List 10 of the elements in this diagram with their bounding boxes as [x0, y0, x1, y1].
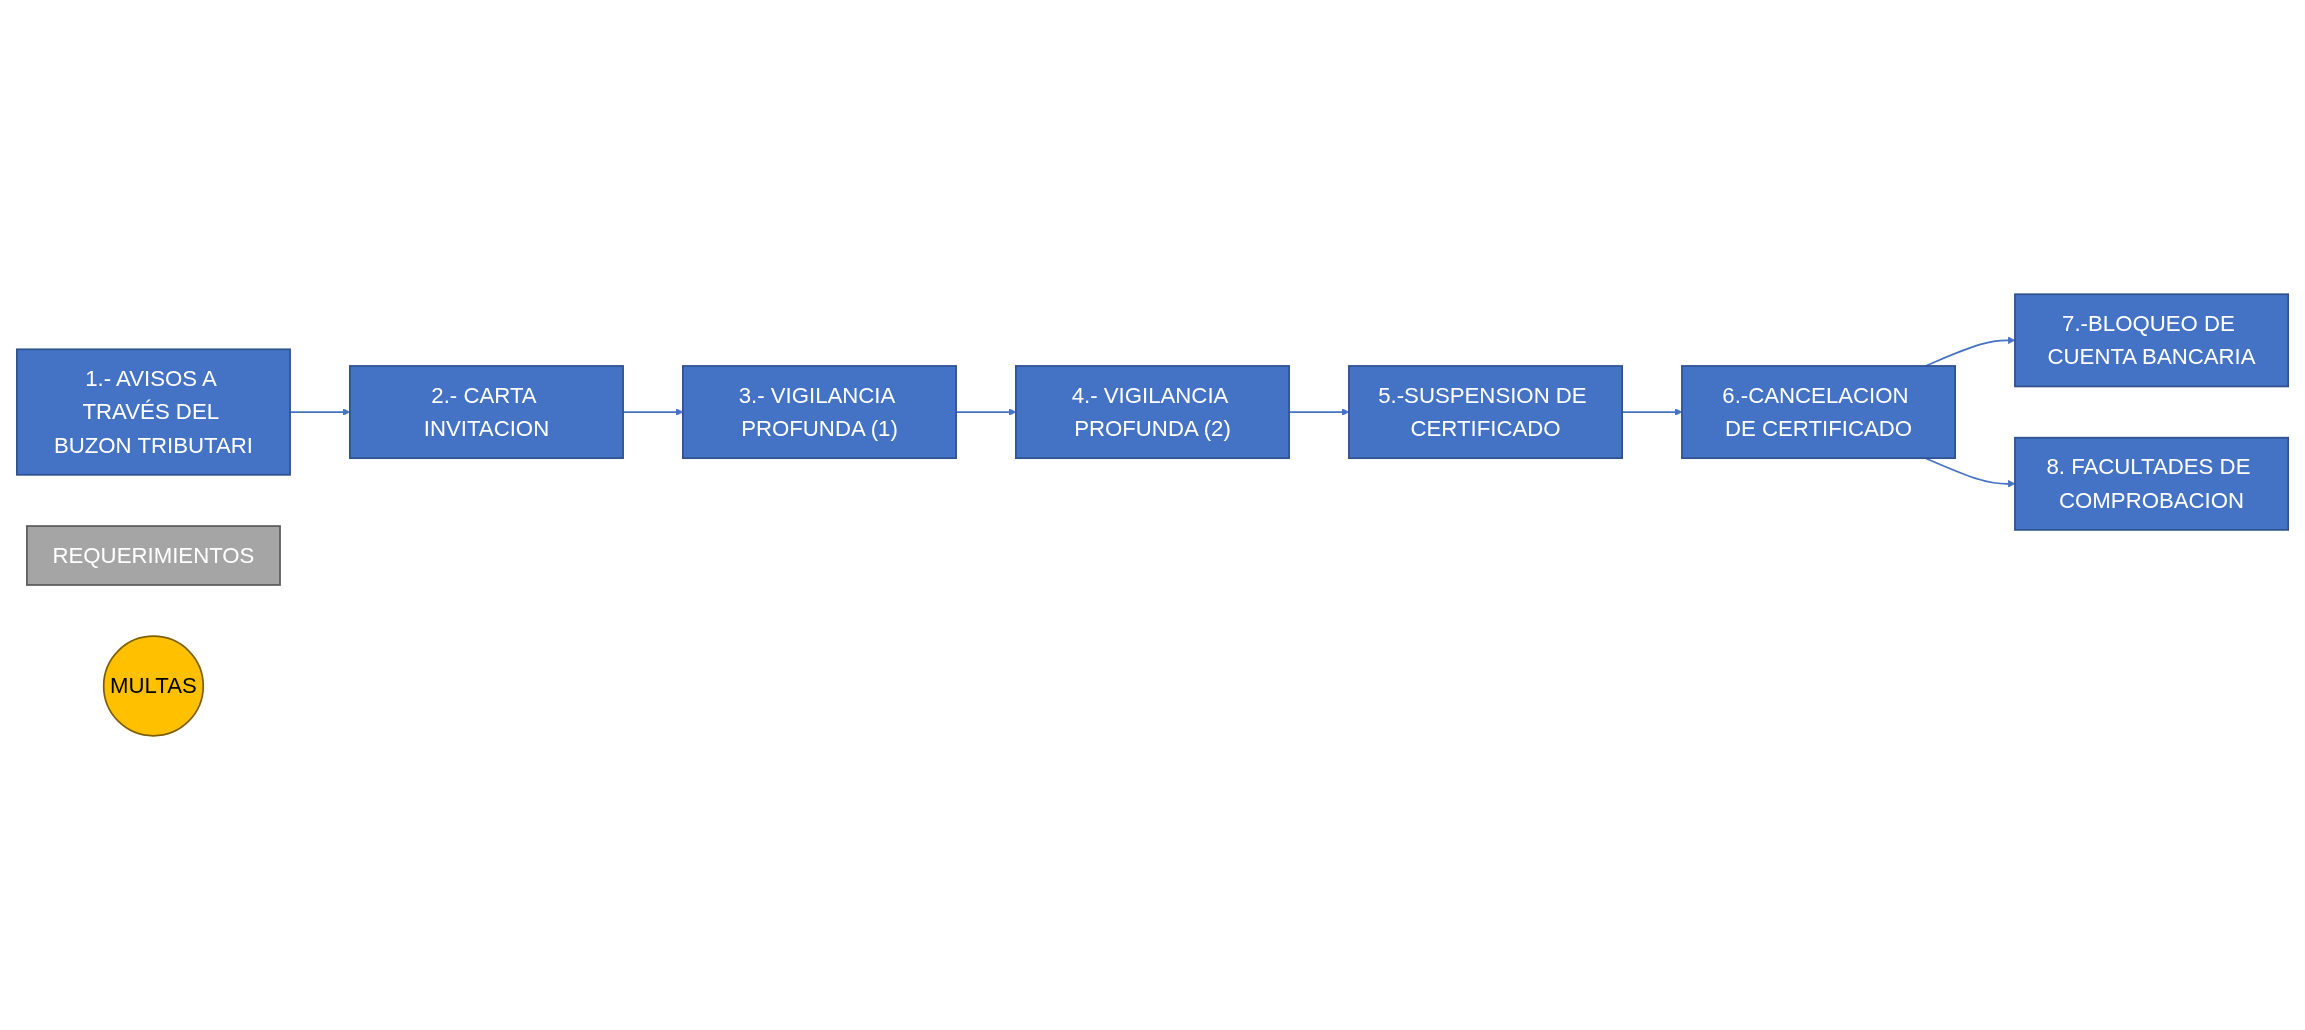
node-circle: MULTAS [102, 635, 205, 737]
node-box: 1.- AVISOS A TRAVÉS DEL BUZON TRIBUTARI [15, 348, 291, 476]
node-box: 5.-SUSPENSION DE CERTIFICADO [1348, 365, 1623, 460]
node-box: 2.- CARTA INVITACION [349, 365, 624, 460]
node-box: 8. FACULTADES DE COMPROBACION [2014, 436, 2290, 531]
node-box: REQUERIMIENTOS [26, 525, 281, 586]
node-box: 7.-BLOQUEO DE CUENTA BANCARIA [2014, 293, 2290, 388]
node-box: 6.-CANCELACION DE CERTIFICADO [1681, 365, 1956, 460]
node-box: 4.- VIGILANCIA PROFUNDA (2) [1015, 365, 1290, 460]
node-box: 3.- VIGILANCIA PROFUNDA (1) [682, 365, 957, 460]
